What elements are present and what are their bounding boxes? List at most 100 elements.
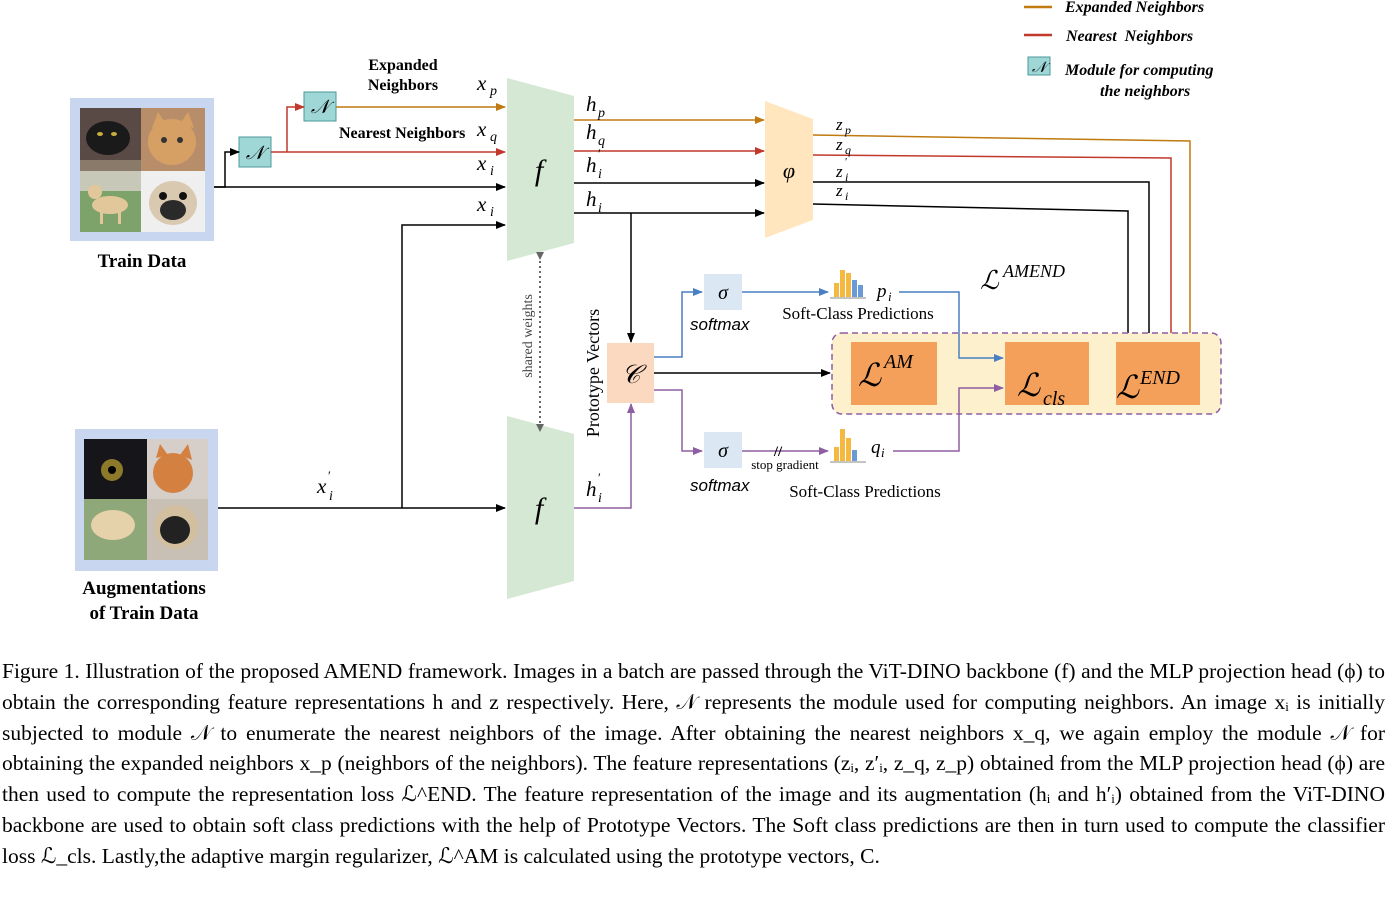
softmax-lower: σ [704, 432, 742, 468]
projection-head-phi: φ [765, 101, 813, 238]
svg-text:i: i [845, 189, 848, 203]
svg-text:z: z [835, 162, 843, 181]
soft-class-predictions-upper: Soft-Class Predictions [782, 304, 934, 323]
svg-text:z: z [835, 181, 843, 200]
svg-text:i: i [881, 445, 885, 460]
stop-gradient-label: stop gradient [751, 457, 819, 472]
arrow-zi-prime [813, 181, 1153, 346]
var-z-i-prime: z ′ i [835, 156, 848, 184]
pi-histogram-icon [830, 270, 866, 299]
var-h-q: h q [586, 120, 605, 149]
svg-text:i: i [598, 167, 602, 182]
svg-text:′: ′ [598, 470, 601, 485]
nearest-neighbors-label: Nearest Neighbors [339, 125, 465, 142]
loss-end-symbol: ℒ [1116, 369, 1140, 405]
arrow-c-to-softmax-lower [654, 389, 703, 455]
var-h-i-prime-upper: h ′ i [586, 146, 602, 182]
arrow-zi [812, 203, 1132, 346]
svg-text:p: p [489, 84, 497, 99]
svg-text:ℒ: ℒ [980, 266, 1000, 295]
svg-text:i: i [598, 201, 602, 216]
svg-text:p: p [597, 106, 605, 121]
projection-head-phi-symbol: φ [783, 158, 795, 183]
arrow-pi-to-lcls [899, 291, 1004, 362]
svg-text:h: h [586, 92, 597, 116]
sigma-lower-symbol: σ [718, 440, 729, 462]
soft-class-predictions-lower: Soft-Class Predictions [789, 482, 941, 501]
var-z-i: z i [835, 181, 848, 203]
svg-text:i: i [490, 205, 494, 220]
augmented-images [75, 429, 218, 571]
loss-cls-sub: cls [1043, 388, 1065, 410]
svg-text:z: z [835, 135, 843, 154]
arrow-zp [812, 134, 1194, 346]
expanded-neighbors-label-1: Expanded [368, 57, 437, 74]
svg-text:′: ′ [845, 156, 847, 168]
arrow-zq [812, 154, 1175, 346]
var-x-i-upper: x i [476, 151, 494, 179]
loss-panel: ℒ AM ℒ cls ℒ END [831, 332, 1222, 415]
softmax-upper: σ [704, 274, 742, 310]
var-h-i-prime-lower: h ′ i [586, 470, 602, 506]
softmax-lower-label: softmax [690, 476, 750, 495]
var-p-i: p i [875, 281, 892, 304]
svg-text:p: p [844, 123, 851, 137]
amend-framework-diagram: Expanded Neighbors Nearest Neighbors 𝒩 M… [70, 0, 1222, 624]
legend-nearest-label: Nearest Neighbors [1065, 28, 1193, 45]
var-x-p: x p [476, 71, 497, 99]
svg-text:x: x [316, 474, 327, 498]
var-z-p: z p [835, 115, 851, 137]
arrow-module1-to-module2 [286, 103, 305, 152]
var-h-i: h i [586, 187, 602, 216]
svg-text:z: z [835, 115, 843, 134]
neighbor-module-1-symbol: 𝒩 [246, 143, 270, 164]
svg-text:q: q [845, 143, 851, 157]
svg-text:i: i [329, 489, 333, 504]
neighbor-module-1: 𝒩 [238, 136, 272, 168]
sigma-upper-symbol: σ [718, 282, 729, 304]
arrow-qi-to-lcls [893, 384, 1004, 452]
qi-histogram-icon [830, 429, 866, 463]
stop-gradient-mark: // [773, 444, 783, 460]
loss-am-symbol: ℒ [858, 357, 882, 393]
arrow-aug-to-upper-f [401, 221, 506, 508]
svg-text:x: x [476, 117, 487, 141]
shared-weights-label: shared weights [521, 294, 536, 378]
backbone-f-upper: f [507, 78, 574, 261]
arrow-train-to-module [214, 148, 240, 188]
legend-module-icon [1027, 56, 1051, 76]
var-x-i-prime: x ′ i [316, 468, 333, 504]
svg-text:i: i [888, 289, 892, 304]
svg-text:h: h [586, 120, 597, 144]
softmax-upper-label: softmax [690, 315, 750, 334]
svg-text:i: i [845, 170, 848, 184]
arrow-hi-prime-to-c [574, 403, 635, 509]
train-data-label: Train Data [98, 251, 187, 272]
legend-module-symbol: 𝒩 [1032, 60, 1051, 76]
expanded-neighbors-label-2: Neighbors [368, 77, 438, 94]
svg-text:x: x [476, 151, 487, 175]
var-z-q: z q [835, 135, 851, 157]
svg-text:q: q [871, 437, 881, 458]
train-data-images [70, 98, 214, 241]
svg-text:x: x [476, 71, 487, 95]
svg-text:h: h [586, 187, 597, 211]
svg-text:h: h [586, 477, 597, 501]
legend-expanded-label: Expanded Neighbors [1064, 0, 1204, 16]
legend-module-label-2: the neighbors [1100, 83, 1190, 100]
augmentations-label-1: Augmentations [82, 578, 206, 599]
svg-text:′: ′ [598, 146, 601, 161]
var-h-p: h p [586, 92, 605, 121]
svg-text:′: ′ [328, 468, 331, 483]
loss-amend-label: ℒ AMEND [980, 261, 1065, 295]
svg-text:AMEND: AMEND [1002, 261, 1065, 281]
loss-am-sup: AM [882, 351, 914, 373]
loss-end-box [1116, 342, 1200, 405]
figure-caption: Figure 1. Illustration of the proposed A… [2, 659, 1385, 868]
legend: Expanded Neighbors Nearest Neighbors 𝒩 M… [1024, 0, 1213, 100]
svg-text:q: q [598, 134, 605, 149]
loss-cls-box [1005, 342, 1089, 405]
loss-am-box [851, 342, 937, 405]
svg-text:p: p [875, 281, 887, 302]
svg-text:q: q [490, 130, 497, 145]
